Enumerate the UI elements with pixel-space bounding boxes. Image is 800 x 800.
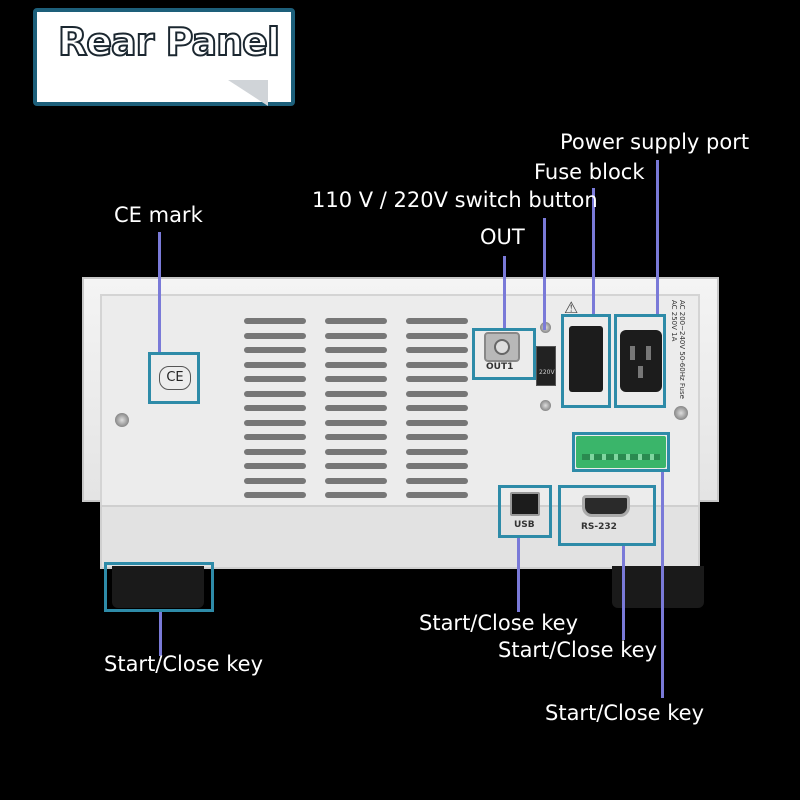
vent-slot bbox=[244, 434, 306, 440]
fuse-block[interactable] bbox=[569, 326, 603, 392]
vent-slot bbox=[244, 376, 306, 382]
label-start-close-usb: Start/Close key bbox=[419, 611, 579, 635]
leader-line-rs232 bbox=[622, 546, 625, 640]
vent-slot bbox=[406, 318, 468, 324]
power-port-highlight bbox=[614, 314, 666, 408]
vent-slot bbox=[325, 390, 387, 397]
usb-highlight bbox=[498, 485, 552, 538]
vent-slot bbox=[244, 405, 306, 411]
label-ce-mark: CE mark bbox=[114, 203, 203, 227]
label-switch-button: 110 V / 220V switch button bbox=[312, 188, 598, 212]
vent-slot bbox=[325, 361, 387, 368]
vent-slot bbox=[244, 318, 306, 324]
vent-slot bbox=[406, 347, 468, 353]
terminal-block-highlight bbox=[572, 432, 670, 472]
vent-slot bbox=[406, 376, 468, 382]
vent-slot bbox=[406, 492, 468, 498]
leader-line-power bbox=[656, 160, 659, 314]
vent-slot bbox=[325, 332, 387, 339]
vent-slot bbox=[244, 390, 306, 397]
vent-slot bbox=[406, 405, 468, 411]
label-fuse-block: Fuse block bbox=[534, 160, 645, 184]
vent-slot bbox=[244, 477, 306, 484]
leader-line-usb bbox=[517, 538, 520, 612]
foot-left bbox=[112, 566, 204, 608]
vent-slot bbox=[406, 390, 468, 397]
label-start-close-left: Start/Close key bbox=[104, 652, 264, 676]
leader-line-switch bbox=[543, 218, 546, 330]
leader-line-terminal bbox=[661, 472, 664, 698]
usb-label: USB bbox=[514, 520, 535, 530]
rs232-port[interactable] bbox=[582, 495, 630, 517]
bnc-connector[interactable] bbox=[484, 332, 520, 362]
rs232-label: RS-232 bbox=[581, 522, 617, 532]
vent-column bbox=[406, 312, 468, 502]
fuse-block-highlight bbox=[561, 314, 611, 408]
vent-slot bbox=[406, 463, 468, 469]
label-start-close-rs232: Start/Close key bbox=[498, 638, 658, 662]
label-start-close-terminal: Start/Close key bbox=[545, 701, 705, 725]
label-out: OUT bbox=[480, 225, 525, 249]
terminal-block[interactable] bbox=[576, 436, 666, 468]
leader-line-foot bbox=[159, 612, 162, 656]
terminal-screws bbox=[582, 454, 660, 460]
foot-highlight bbox=[104, 562, 214, 612]
out-port-label: OUT1 bbox=[486, 362, 514, 372]
vent-slot bbox=[325, 376, 387, 382]
vent-slot bbox=[325, 463, 387, 469]
page-title: Rear Panel bbox=[57, 19, 281, 65]
screw-left bbox=[115, 413, 129, 427]
vent-slot bbox=[244, 347, 306, 353]
vent-slot bbox=[406, 448, 468, 455]
vent-slot bbox=[406, 419, 468, 426]
power-pin bbox=[638, 366, 643, 378]
vent-slot bbox=[244, 463, 306, 469]
vent-slot bbox=[244, 361, 306, 368]
voltage-switch-label: 220V bbox=[539, 369, 555, 376]
out-port-highlight bbox=[472, 328, 536, 380]
rs232-highlight bbox=[558, 485, 656, 546]
leader-line-out bbox=[503, 256, 506, 328]
usb-port[interactable] bbox=[510, 492, 540, 516]
leader-line-ce bbox=[158, 232, 161, 352]
power-rating-line2: Fuse AC 250V 1A bbox=[670, 300, 686, 399]
power-supply-port[interactable] bbox=[620, 330, 662, 392]
foot-right bbox=[612, 566, 704, 608]
vent-slot bbox=[406, 361, 468, 368]
ce-mark-highlight bbox=[148, 352, 200, 404]
vent-column bbox=[244, 312, 306, 502]
vent-slot bbox=[325, 347, 387, 353]
vent-grille bbox=[244, 312, 469, 507]
vent-slot bbox=[244, 492, 306, 498]
vent-slot bbox=[406, 477, 468, 484]
screw-right bbox=[674, 406, 688, 420]
vent-slot bbox=[244, 332, 306, 339]
vent-slot bbox=[325, 434, 387, 440]
title-card-fold bbox=[228, 80, 268, 106]
vent-slot bbox=[325, 448, 387, 455]
vent-slot bbox=[406, 332, 468, 339]
power-pin bbox=[630, 346, 635, 360]
title-card bbox=[33, 8, 295, 106]
leader-line-fuse bbox=[592, 188, 595, 314]
vent-slot bbox=[325, 492, 387, 498]
power-rating-line1: AC 200~240V 50-60Hz bbox=[678, 300, 686, 381]
voltage-switch[interactable]: 220V bbox=[536, 346, 556, 386]
vent-slot bbox=[406, 434, 468, 440]
vent-slot bbox=[325, 405, 387, 411]
screw-small bbox=[540, 400, 551, 411]
power-pin bbox=[646, 346, 651, 360]
vent-column bbox=[325, 312, 387, 502]
power-rating-text: AC 200~240V 50-60Hz Fuse AC 250V 1A bbox=[668, 300, 686, 410]
warning-icon: ⚠ bbox=[564, 298, 579, 317]
vent-slot bbox=[244, 448, 306, 455]
vent-slot bbox=[325, 419, 387, 426]
bnc-center-pin bbox=[494, 339, 510, 355]
vent-slot bbox=[244, 419, 306, 426]
ce-mark: CE bbox=[159, 366, 191, 390]
vent-slot bbox=[325, 477, 387, 484]
label-power-supply-port: Power supply port bbox=[560, 130, 750, 154]
vent-slot bbox=[325, 318, 387, 324]
